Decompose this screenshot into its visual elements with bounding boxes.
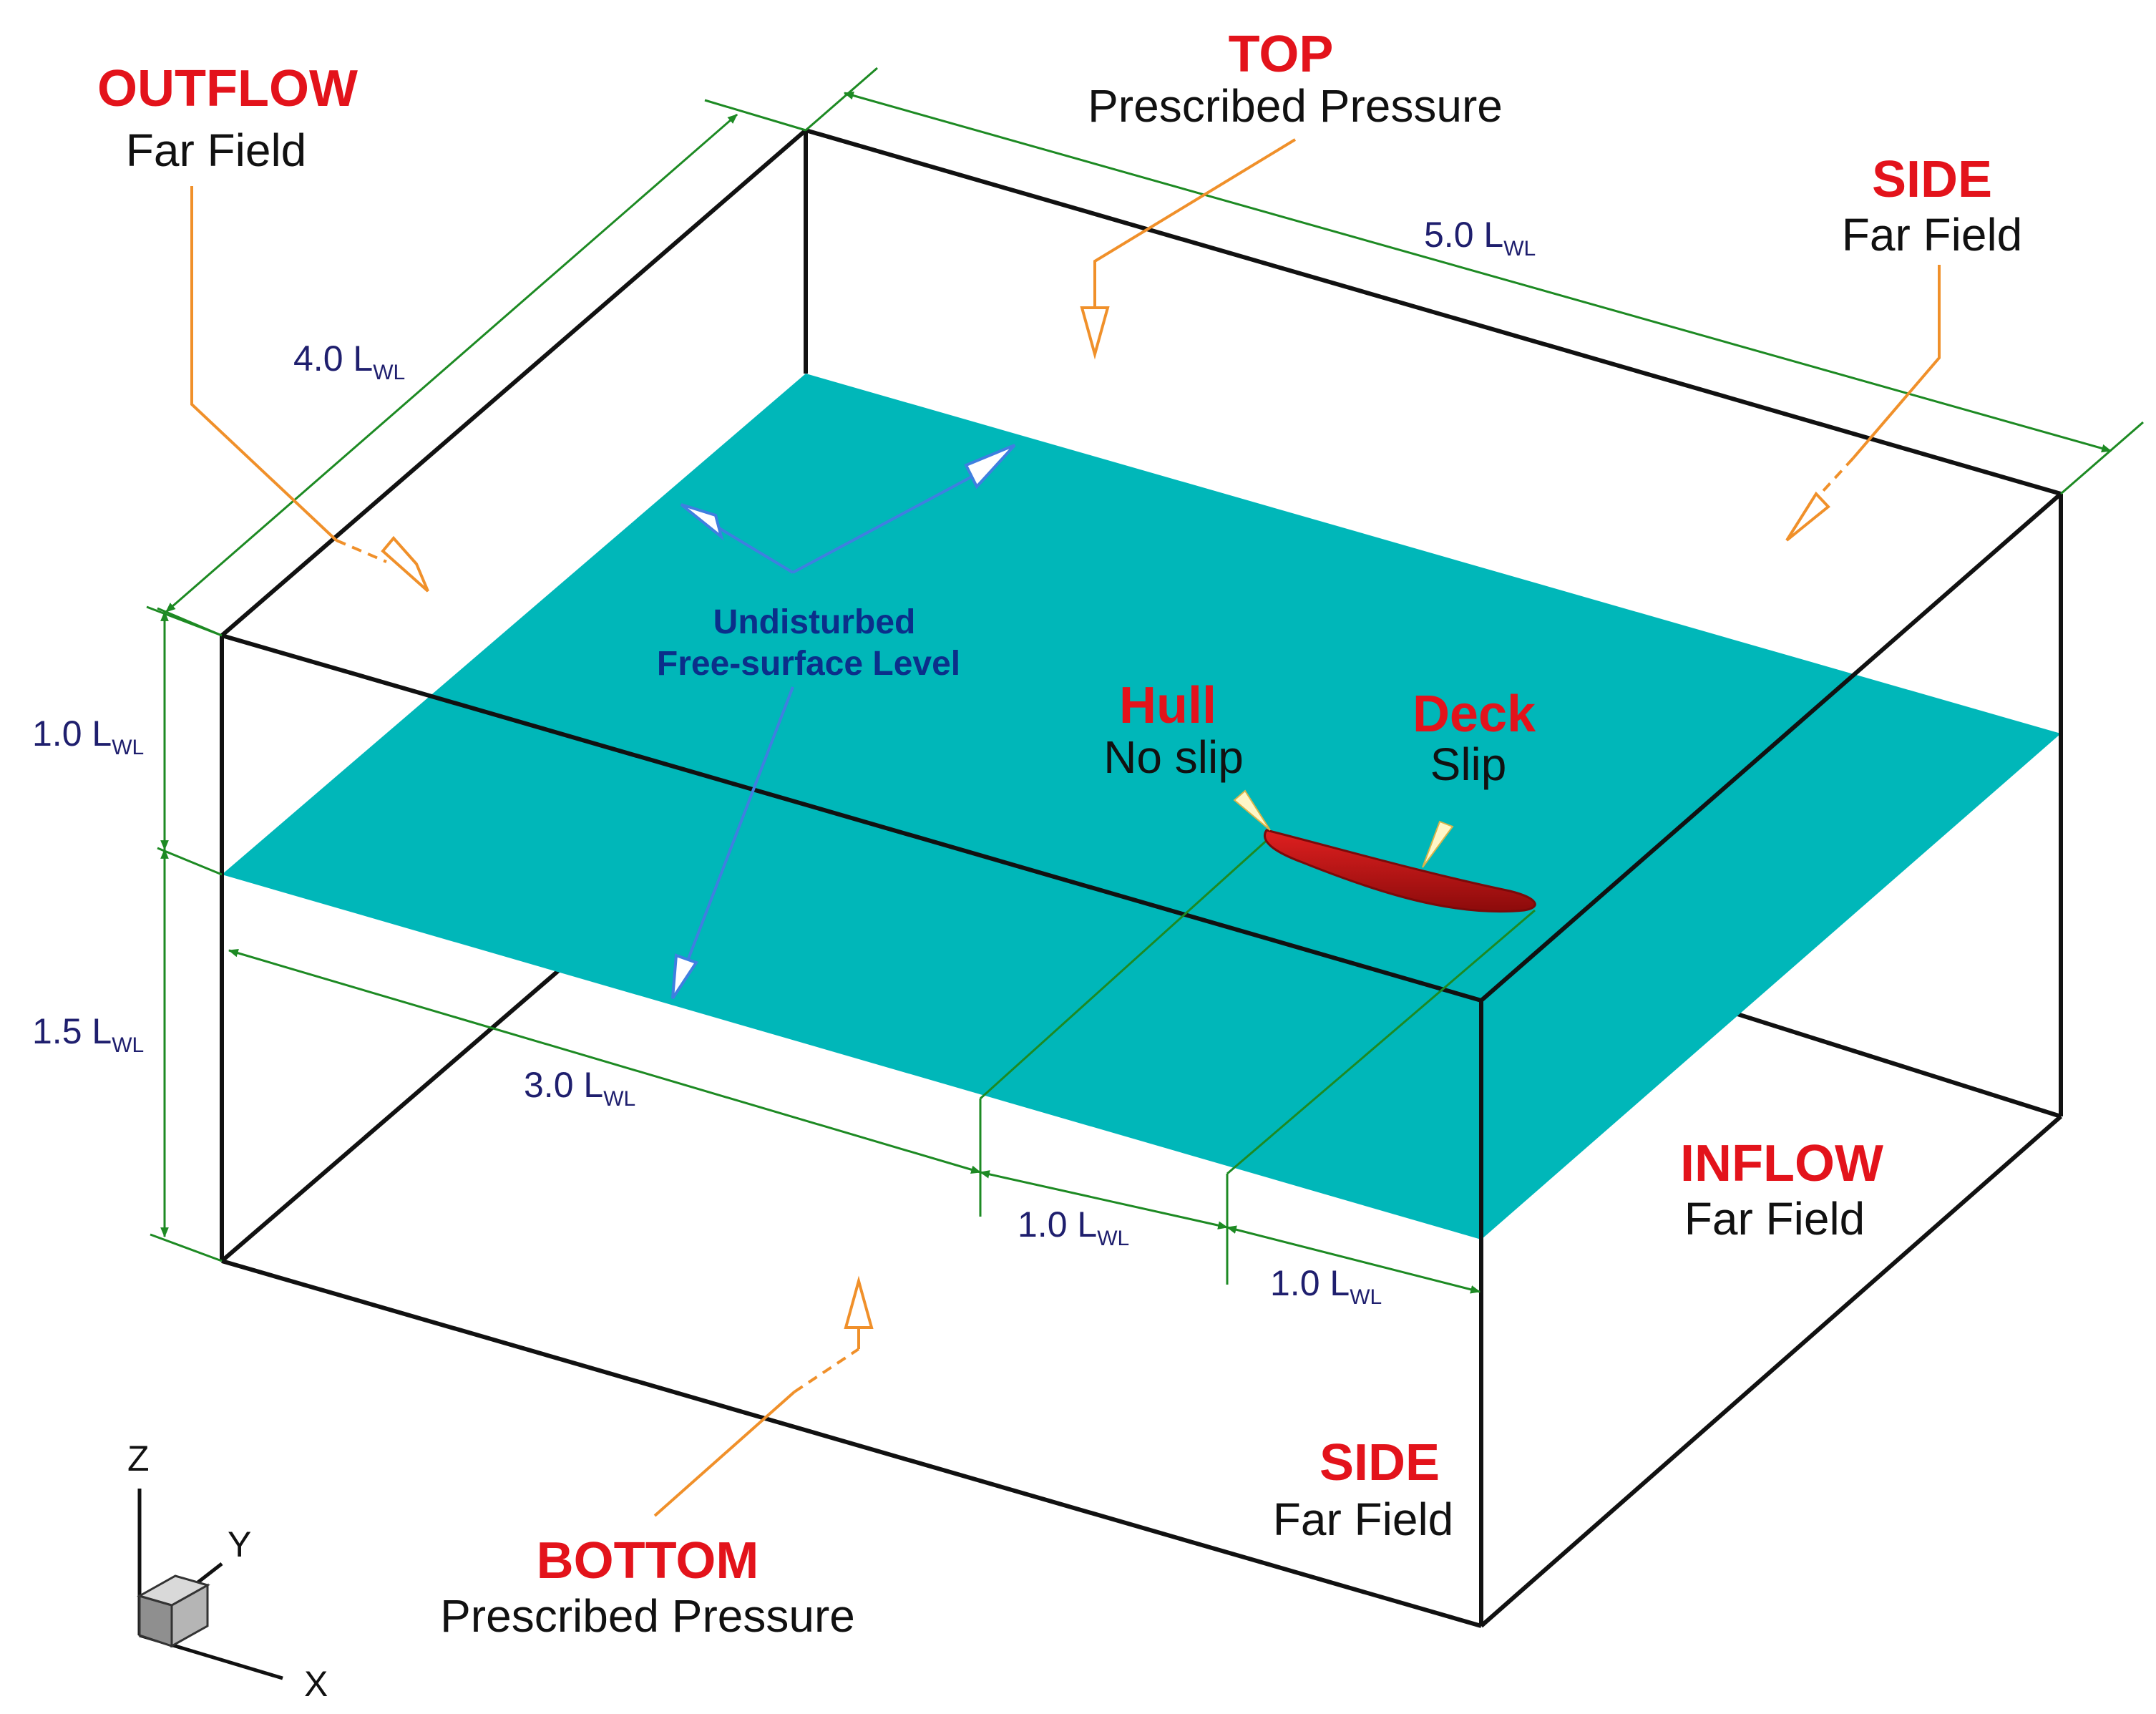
top-title: TOP [1229,26,1334,83]
dim-length-sub: WL [1503,237,1536,260]
dim-hull-length-main: 1.0 L [1018,1204,1097,1245]
side-front-subtitle: Far Field [1273,1494,1454,1545]
box-edge-top-front [221,633,1482,1003]
callout-arrows [190,138,1941,1517]
side-back-subtitle: Far Field [1842,209,2023,260]
axis-triad: Z Y X [127,1438,328,1704]
dim-height-extension-top [157,607,223,637]
dim-length-main: 5.0 L [1424,215,1503,255]
dim-width-extension-top [704,99,806,132]
orientation-cube-icon [137,1574,210,1648]
outflow-callout-arrow [190,186,338,542]
y-axis-label: Y [228,1524,251,1564]
inflow-title: INFLOW [1680,1135,1883,1192]
hull-aft-reference-line [979,836,1272,1100]
hull-shape [1264,829,1536,913]
box-edge-top-right [1480,492,2062,1003]
dim-height-top-main: 1.0 L [32,714,112,754]
dim-hull-length-sub: WL [1097,1227,1129,1250]
bottom-callout-arrow [653,1391,796,1517]
side-back-title: SIDE [1872,151,1992,208]
bottom-title: BOTTOM [537,1532,759,1589]
deck-pointer [1422,820,1454,868]
side-back-arrowhead [1785,491,1830,542]
dim-length-label: 5.0 LWL [1424,215,1536,260]
fs-arrow-left-branch [714,525,794,574]
free-surface-label-line1: Undisturbed [713,603,916,641]
box-edge-bottom-back-left [220,968,561,1263]
dim-upstream-main: 1.0 L [1270,1263,1350,1303]
free-surface-arrows [671,444,1016,1000]
fs-arrow-down-branch [686,686,794,963]
outflow-title: OUTFLOW [97,60,358,117]
dim-downstream-line [228,949,982,1174]
dim-height-bottom-sub: WL [112,1033,144,1057]
dim-width-label: 4.0 LWL [293,339,405,384]
dim-downstream-label: 3.0 LWL [524,1065,635,1111]
x-axis-label: X [304,1664,328,1704]
outflow-subtitle: Far Field [126,125,307,176]
dim-height-top-label: 1.0 LWL [32,714,144,759]
dim-length-line [843,91,2112,453]
box-edge-bottom-right [1480,1114,2062,1628]
dim-width-sub: WL [373,361,405,384]
dim-height-top-sub: WL [112,736,144,759]
free-surface-label-line2: Free-surface Level [657,645,960,683]
dim-height-bottom-main: 1.5 L [32,1011,112,1051]
fs-arrowhead-left [680,503,724,541]
outflow-callout-dash [336,539,387,563]
deck-title: Deck [1413,686,1536,743]
dim-upstream-line [1226,1225,1481,1294]
top-arrowhead [1080,306,1110,360]
side-back-callout-arrow [1852,265,1941,459]
dim-length-extension-left [805,67,878,132]
dim-length-extension-right [2060,421,2144,495]
fs-arrow-right-branch [792,474,974,574]
dimension-labels: 5.0 LWL 4.0 LWL 1.0 LWL 1.5 LWL 3.0 LWL … [32,215,1536,1309]
side-front-title: SIDE [1320,1434,1440,1491]
outflow-arrowhead [381,535,429,593]
dim-height-extension-mid [157,847,223,876]
dim-width-line [165,113,738,613]
dimension-lines [146,67,2144,1294]
bottom-callout-dash [793,1348,860,1393]
dim-upstream-sub: WL [1350,1285,1382,1309]
inflow-subtitle: Far Field [1684,1193,1865,1245]
top-subtitle: Prescribed Pressure [1088,80,1503,132]
boundary-labels: OUTFLOW Far Field TOP Prescribed Pressur… [97,26,2022,1642]
bottom-subtitle: Prescribed Pressure [440,1590,855,1642]
free-surface-plane [222,374,2061,1240]
hull-fore-reference-line [1226,909,1536,1175]
box-edge-bottom-front [221,1259,1482,1628]
z-axis-label: Z [127,1438,150,1479]
hull-subtitle: No slip [1103,731,1244,783]
side-back-callout-dash [1813,457,1855,502]
deck-subtitle: Slip [1430,739,1507,790]
hull-pointer [1233,789,1271,831]
dim-height-extension-bottom [150,1233,223,1262]
dim-hull-length-label: 1.0 LWL [1018,1204,1129,1250]
dim-upstream-label: 1.0 LWL [1270,1263,1382,1309]
dim-height-bottom-label: 1.5 LWL [32,1011,144,1057]
bottom-arrowhead [844,1275,874,1329]
fs-arrowhead-right [964,444,1016,490]
dim-downstream-main: 3.0 L [524,1065,603,1105]
hull-title: Hull [1119,677,1216,734]
box-edge-bottom-back-right [1709,1003,2062,1119]
dim-width-main: 4.0 L [293,339,373,379]
dim-downstream-sub: WL [603,1087,635,1111]
fs-arrowhead-down [671,953,699,1000]
dim-hull-length-line [979,1170,1229,1229]
top-callout-arrow [1093,138,1297,308]
